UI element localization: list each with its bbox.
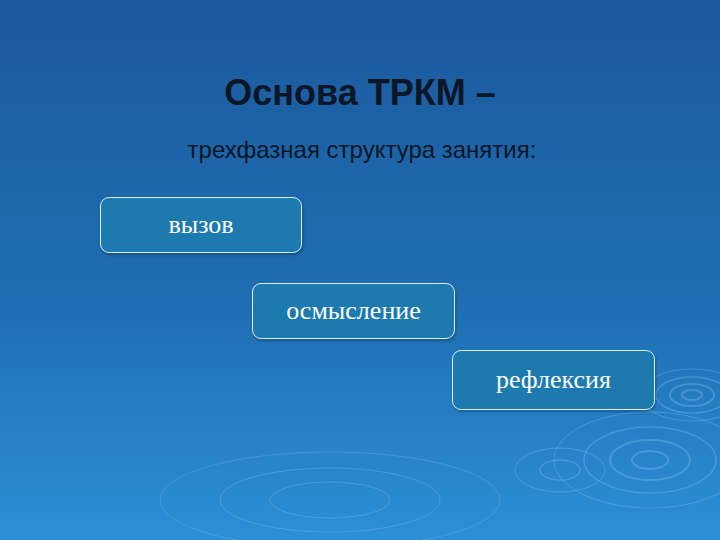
slide-title: Основа ТРКМ – xyxy=(224,72,495,114)
phase-box: рефлексия xyxy=(452,350,655,410)
phase-box: осмысление xyxy=(252,283,455,339)
phase-box: вызов xyxy=(100,197,302,253)
subtitle: трехфазная структура занятия: xyxy=(188,136,537,164)
phase-label: вызов xyxy=(168,210,233,240)
phase-label: рефлексия xyxy=(496,365,611,395)
phase-label: осмысление xyxy=(286,296,421,326)
